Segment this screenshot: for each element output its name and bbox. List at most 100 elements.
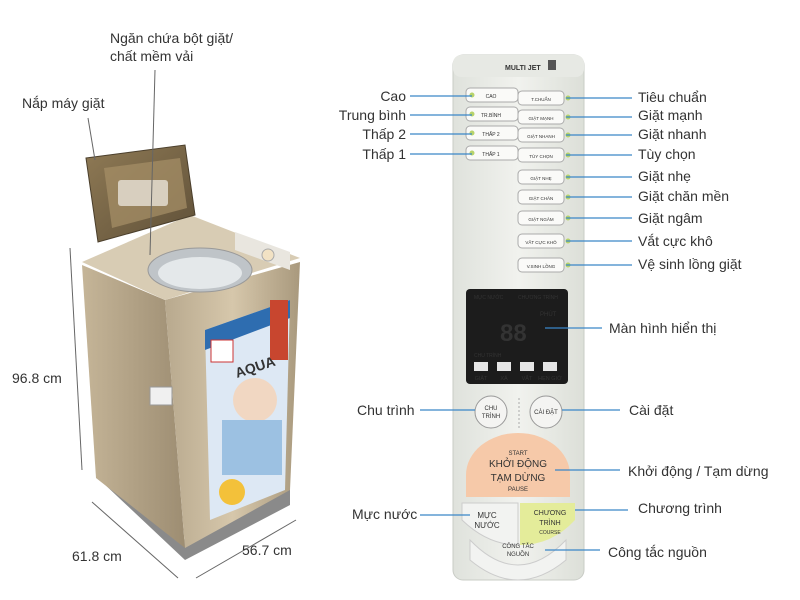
label-water-low2: Thấp 2 xyxy=(300,126,406,142)
set-button[interactable]: CÀI ĐẶT xyxy=(530,396,562,428)
set-button-text: CÀI ĐẶT xyxy=(534,409,558,416)
start-text-2: TẠM DỪNG xyxy=(491,471,546,484)
label-lid: Nắp máy giặt xyxy=(22,95,104,111)
indicator-led xyxy=(470,131,475,136)
step-label: VẮT xyxy=(522,374,533,382)
label-program-blanket: Giặt chăn mền xyxy=(638,188,729,204)
poster-image xyxy=(222,420,282,475)
program-btn-text: GIẶT NHANH xyxy=(527,133,555,139)
step-icon xyxy=(497,362,511,371)
step-icon xyxy=(474,362,488,371)
panel-header-logo: MULTI JET xyxy=(505,65,541,72)
label-depth: 61.8 cm xyxy=(72,548,122,564)
start-text-1: KHỞI ĐỘNG xyxy=(489,457,547,470)
program-btn-text: GIẶT NHẸ xyxy=(530,175,551,181)
drum-inner xyxy=(158,257,242,289)
display-cycle-text: CHU TRÌNH xyxy=(474,352,502,359)
display-header-left: MỰC NƯỚC xyxy=(474,294,504,301)
water-level-btn-text: THẤP 1 xyxy=(482,151,500,158)
power-btn-text-2: NGUỒN xyxy=(507,551,529,558)
water-btn-text-2: NƯỚC xyxy=(474,521,499,530)
pause-text-en: PAUSE xyxy=(508,487,528,493)
display-minutes: PHÚT xyxy=(540,311,557,318)
course-btn-text-1: CHƯƠNG xyxy=(534,510,567,517)
label-start-pause: Khởi động / Tạm dừng xyxy=(628,463,769,479)
label-drawer-line2: chất mềm vải xyxy=(110,48,193,64)
indicator-led xyxy=(470,93,475,98)
program-btn-text: GIẶT CHĂN xyxy=(529,195,553,201)
program-btn-text: TÙY CHỌN xyxy=(529,153,552,159)
program-buttons: T.CHUẨN GIẶT MẠNH GIẶT NHANH TÙY CHỌN GIẶT N… xyxy=(518,91,571,272)
label-water-high: Cao xyxy=(300,88,406,104)
water-level-btn-text: CAO xyxy=(486,94,497,100)
program-btn-0[interactable]: T.CHUẨN xyxy=(518,91,571,105)
label-water-medium: Trung bình xyxy=(300,107,406,123)
water-level-btn-text: THẤP 2 xyxy=(482,131,500,138)
label-display: Màn hình hiển thị xyxy=(609,320,716,336)
display-header-right: CHƯƠNG TRÌNH xyxy=(518,294,558,301)
step-icon xyxy=(543,362,557,371)
cycle-button-text-2: TRÌNH xyxy=(482,413,500,420)
program-btn-1[interactable]: GIẶT MẠNH xyxy=(518,110,571,124)
label-water-low1: Thấp 1 xyxy=(300,146,406,162)
display-digits: 88 xyxy=(500,320,527,347)
power-btn-text-1: CÔNG TẮC xyxy=(502,542,534,550)
cycle-button-shape[interactable] xyxy=(475,396,507,428)
poster-badge xyxy=(219,479,245,505)
indicator-led xyxy=(470,151,475,156)
step-icon xyxy=(520,362,534,371)
panel-header-icon xyxy=(548,60,556,70)
step-label: HẸN GIỜ xyxy=(538,375,562,382)
program-btn-5[interactable]: GIẶT CHĂN xyxy=(518,190,571,204)
label-program-custom: Tùy chọn xyxy=(638,146,696,162)
aqua-sticker xyxy=(211,340,233,362)
label-water-level: Mực nước xyxy=(352,506,417,522)
program-btn-text: T.CHUẨN xyxy=(531,96,551,102)
program-btn-3[interactable]: TÙY CHỌN xyxy=(518,148,571,162)
water-btn-text-1: MỰC xyxy=(477,511,496,520)
label-drawer-line1: Ngăn chứa bột giặt/ xyxy=(110,30,233,46)
label-program-quick: Giặt nhanh xyxy=(638,126,707,142)
program-btn-4[interactable]: GIẶT NHẸ xyxy=(518,170,571,184)
water-level-btn-0[interactable]: CAO xyxy=(466,88,518,102)
start-text-en: START xyxy=(508,451,527,457)
label-width: 56.7 cm xyxy=(242,542,292,558)
course-btn-text-2: TRÌNH xyxy=(539,518,560,527)
program-btn-text: GIẶT NGÂM xyxy=(528,216,553,222)
washing-machine-illustration: AQUA xyxy=(82,145,300,560)
label-cycle: Chu trình xyxy=(357,402,415,418)
poster-tag xyxy=(270,300,288,360)
label-program-standard: Tiêu chuẩn xyxy=(638,89,707,105)
machine-knob xyxy=(262,249,274,261)
display-unit: MỰC NƯỚC CHƯƠNG TRÌNH 88 PHÚT CHU TRÌNH … xyxy=(466,289,568,384)
side-sticker xyxy=(150,387,172,405)
label-program-tub-clean: Vệ sinh lồng giặt xyxy=(638,256,742,272)
program-btn-7[interactable]: VẮT CỰC KHÔ xyxy=(518,234,571,248)
program-btn-6[interactable]: GIẶT NGÂM xyxy=(518,211,571,225)
water-level-btn-2[interactable]: THẤP 2 xyxy=(466,126,518,140)
label-program-gentle: Giặt nhẹ xyxy=(638,168,691,184)
poster-figure xyxy=(233,378,277,422)
cycle-button-text-1: CHU xyxy=(485,406,498,412)
label-program-extra-spin: Vắt cực khô xyxy=(638,233,713,249)
label-program-strong: Giặt mạnh xyxy=(638,107,703,123)
program-btn-text: VẮT CỰC KHÔ xyxy=(525,238,557,245)
water-level-btn-text: TR.BÌNH xyxy=(481,112,501,119)
label-height: 96.8 cm xyxy=(12,370,62,386)
water-level-btn-1[interactable]: TR.BÌNH xyxy=(466,107,518,121)
label-course: Chương trình xyxy=(638,500,722,516)
step-label: GIẶT xyxy=(475,375,488,382)
indicator-led xyxy=(470,112,475,117)
course-text-en: COURSE xyxy=(539,530,561,536)
program-btn-text: V.SINH LỒNG xyxy=(527,263,556,269)
cycle-button[interactable]: CHU TRÌNH xyxy=(475,396,507,428)
label-power: Công tắc nguồn xyxy=(608,544,707,560)
label-set: Cài đặt xyxy=(629,402,673,418)
label-program-soak: Giặt ngâm xyxy=(638,210,703,226)
water-level-btn-3[interactable]: THẤP 1 xyxy=(466,146,518,160)
detergent-drawer xyxy=(118,180,168,206)
program-btn-8[interactable]: V.SINH LỒNG xyxy=(518,258,571,272)
program-btn-text: GIẶT MẠNH xyxy=(529,115,554,121)
program-btn-2[interactable]: GIẶT NHANH xyxy=(518,128,571,142)
step-label: XẢ xyxy=(500,375,508,382)
